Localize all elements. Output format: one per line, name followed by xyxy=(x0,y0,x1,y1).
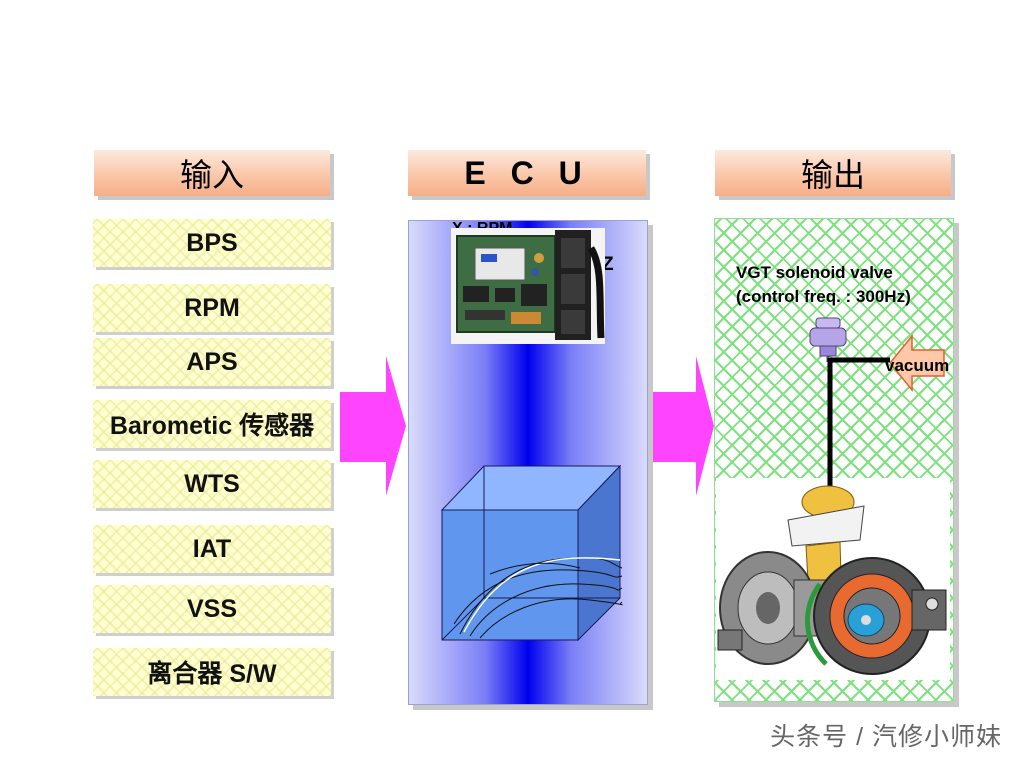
solenoid-valve-icon xyxy=(809,317,847,362)
vacuum-arrow-icon xyxy=(890,334,945,392)
vacuum-label: vacuum xyxy=(885,356,950,375)
input-rpm: RPM xyxy=(93,284,331,332)
arrow-input-to-ecu xyxy=(340,356,406,496)
ecu-circuit-board-image xyxy=(451,228,605,344)
header-ecu: E C U xyxy=(408,150,646,196)
input-barometic: Barometic 传感器 xyxy=(93,400,331,448)
vgt-turbocharger-image xyxy=(717,485,947,675)
header-output: 输出 xyxy=(715,150,951,196)
input-clutch-switch: 离合器 S/W xyxy=(93,648,331,696)
input-aps: APS xyxy=(93,338,331,386)
input-bps: BPS xyxy=(93,219,331,267)
input-wts: WTS xyxy=(93,460,331,508)
vgt-valve-label: VGT solenoid valve xyxy=(736,263,893,282)
watermark-text: 头条号 / 汽修小师妹 xyxy=(770,723,1002,751)
arrow-ecu-to-output xyxy=(652,356,714,496)
input-iat: IAT xyxy=(93,525,331,573)
ecu-3d-map-cube xyxy=(440,464,623,642)
input-vss: VSS xyxy=(93,585,331,633)
vacuum-hose xyxy=(827,357,890,496)
header-input: 输入 xyxy=(94,150,330,196)
ecu-axis-label-z: Z xyxy=(602,254,614,275)
vgt-valve-frequency: (control freq. : 300Hz) xyxy=(736,287,911,306)
